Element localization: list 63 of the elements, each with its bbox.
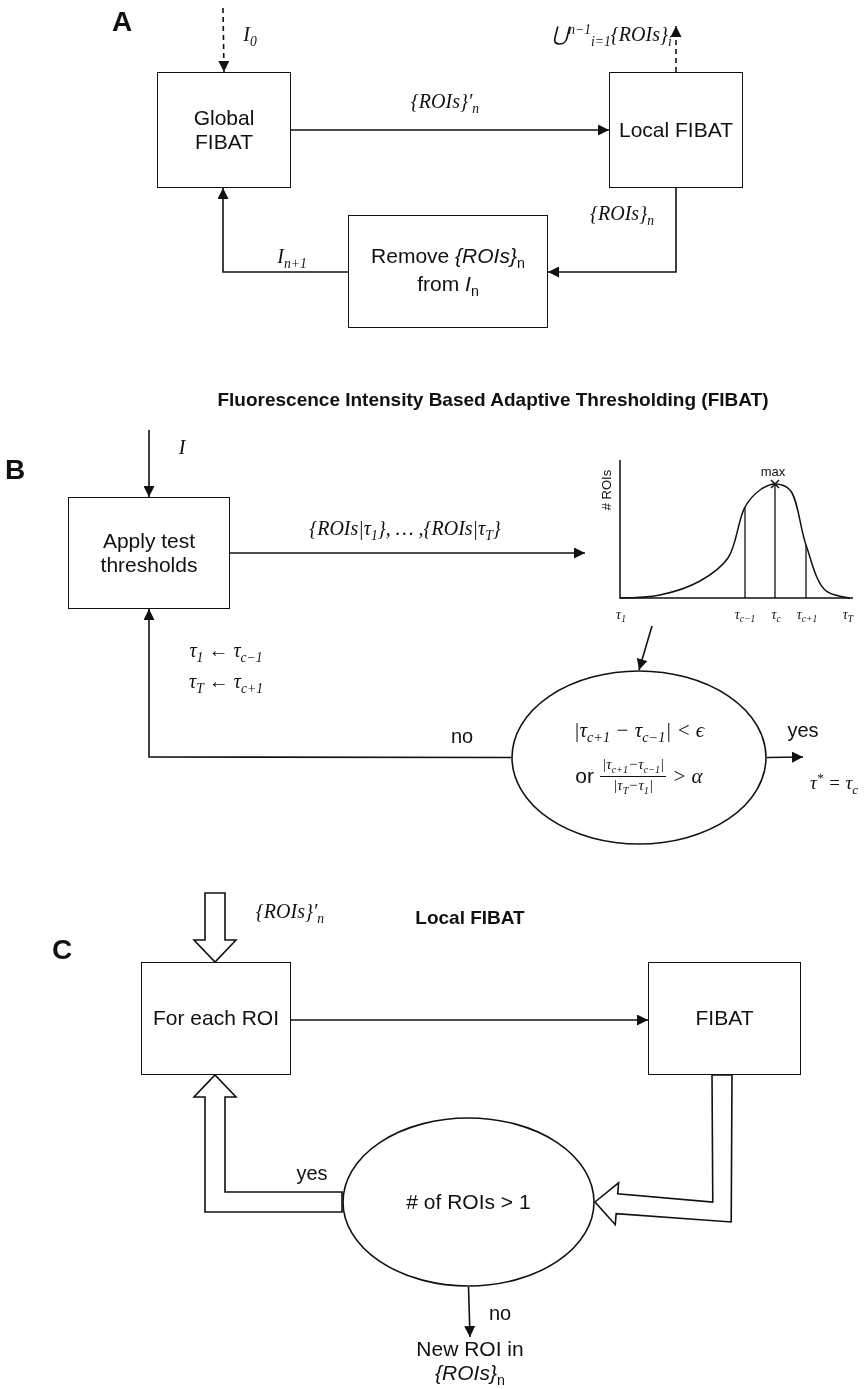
condition-text: |τ$_{c+1}$ − τ$_{c−1}$| < ϵ xyxy=(573,718,705,747)
decision-ellipse xyxy=(342,1117,595,1287)
fraction-denominator: |τ$_{T}$−τ$_{1}$| xyxy=(613,776,654,797)
arrow xyxy=(670,25,682,73)
edge-label: {ROIs}′$_{n}$ xyxy=(410,89,480,117)
axis-label: # ROIs xyxy=(599,469,615,511)
edge-label: no xyxy=(450,724,474,748)
arrow xyxy=(143,608,512,759)
arrow xyxy=(229,547,586,559)
box-label: For each ROI xyxy=(151,1006,280,1031)
edge-label: yes xyxy=(296,1161,328,1185)
arrow xyxy=(464,1286,476,1338)
edge-label: yes xyxy=(787,718,819,742)
edge-label: {ROIs}′$_{n}$ xyxy=(255,899,325,927)
arrow xyxy=(143,429,155,498)
arrow xyxy=(290,1014,649,1026)
tick-label: τ$_{c+1}$ xyxy=(796,606,818,626)
process-box xyxy=(609,72,743,188)
tick-label: τ$_{1}$ xyxy=(616,606,626,626)
block-arrow xyxy=(192,1073,343,1213)
arrow xyxy=(547,187,677,278)
tick-label: τ$_{T}$ xyxy=(842,606,854,626)
arrow xyxy=(766,751,804,763)
edge-label: I xyxy=(178,435,186,459)
fraction-numerator: |τ$_{c+1}$−τ$_{c−1}$| xyxy=(600,756,667,777)
arrow xyxy=(636,625,653,671)
process-box xyxy=(157,72,291,188)
block-arrow xyxy=(192,892,238,964)
box-label: Local FIBAT xyxy=(618,117,734,143)
edge-label: no xyxy=(488,1301,512,1325)
arrow xyxy=(290,124,610,136)
condition-text: > α xyxy=(672,764,703,789)
process-box xyxy=(348,215,548,328)
arrow xyxy=(218,7,230,73)
panel-letter: B xyxy=(4,454,26,486)
panel-letter: C xyxy=(51,934,73,966)
peak-label: max xyxy=(760,464,786,480)
edge-label: I$_{0}$ xyxy=(243,22,257,50)
process-box xyxy=(141,962,291,1075)
assignment-text: τ$_{1}$ ← τ$_{c−1}$ xyxy=(189,638,263,666)
panel-letter: A xyxy=(111,6,133,38)
edge-label: ⋃$^{n−1}$$_{i=1}${ROIs}$_{i}$ xyxy=(552,21,672,51)
box-label: FIBAT xyxy=(694,1006,755,1031)
box-label: Global FIBAT xyxy=(192,105,256,155)
decision-ellipse xyxy=(511,670,767,845)
panel-title: Fluorescence Intensity Based Adaptive Thresholding (FIBAT) xyxy=(217,389,769,411)
block-arrow xyxy=(593,1074,733,1227)
condition-text: # of ROIs > 1 xyxy=(406,1189,531,1215)
process-box xyxy=(68,497,230,609)
tick-label: τ$_{c−1}$ xyxy=(734,606,756,626)
box-label: Apply test thresholds xyxy=(99,528,199,578)
output-text: New ROI in {ROIs}$_{n}$ xyxy=(415,1337,525,1389)
edge-label: {ROIs|τ$_{1}$}, … ,{ROIs|τ$_{T}$} xyxy=(309,516,501,544)
result-text: τ$^{*}$ = τ$_{c}$ xyxy=(809,771,859,798)
tick-label: τ$_{c}$ xyxy=(771,606,781,626)
edge-label: I$_{n+1}$ xyxy=(277,244,307,272)
process-box xyxy=(648,962,801,1075)
arrow xyxy=(217,187,349,273)
panel-title: Local FIBAT xyxy=(415,907,525,929)
condition-text: or xyxy=(575,764,595,789)
assignment-text: τ$_{T}$ ← τ$_{c+1}$ xyxy=(189,669,263,697)
edge-label: {ROIs}$_{n}$ xyxy=(590,201,654,229)
box-label: Remove {ROIs}$_{n}$ from I$_{n}$ xyxy=(370,243,526,300)
